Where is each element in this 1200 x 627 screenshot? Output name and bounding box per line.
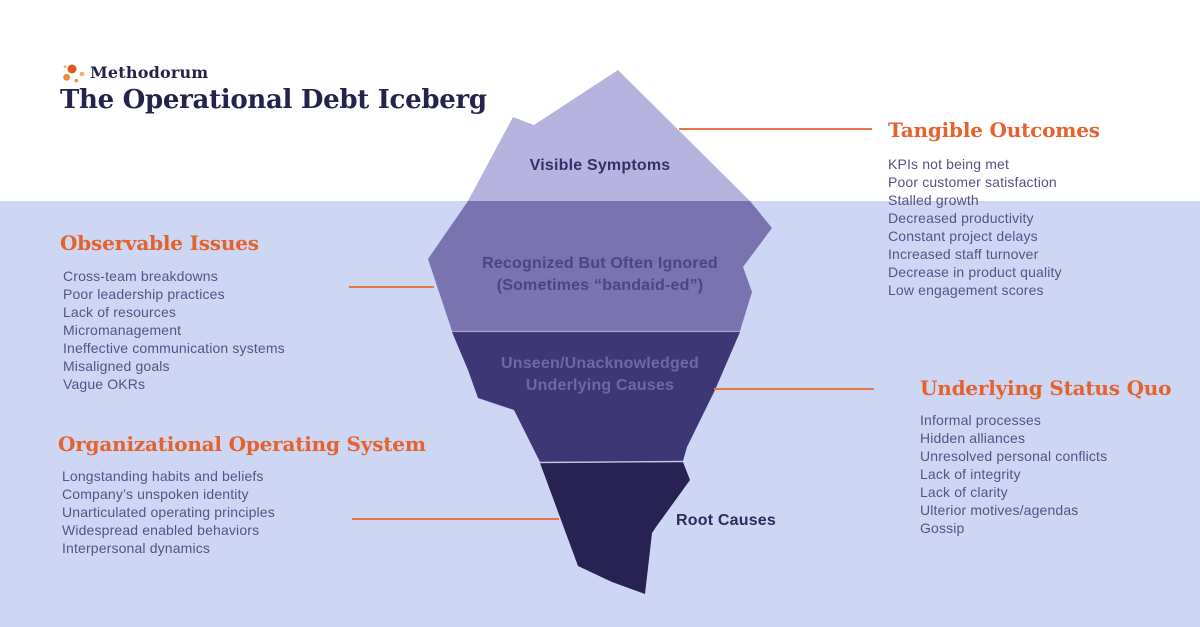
section-heading-observable-issues: Observable Issues [60,231,259,255]
list-item: KPIs not being met [888,156,1009,172]
list-item: Widespread enabled behaviors [62,522,260,538]
layer-seam [539,460,684,464]
list-item: Ineffective communication systems [63,340,285,356]
iceberg-label-visible-symptoms: Visible Symptoms [470,155,730,177]
list-item: Poor leadership practices [63,286,225,302]
list-item: Vague OKRs [63,376,146,392]
iceberg-label-recognized: Recognized But Often Ignored (Sometimes … [440,253,760,297]
list-item: Cross-team breakdowns [63,268,218,284]
section-heading-organizational-operating-system: Organizational Operating System [58,432,426,456]
iceberg-layer-visible-symptoms [468,70,750,201]
iceberg-label-unseen: Unseen/Unacknowledged Underlying Causes [450,353,750,397]
list-item: Micromanagement [63,322,182,338]
page-title: The Operational Debt Iceberg [60,85,487,115]
iceberg-label-root-causes: Root Causes [676,510,876,532]
list-item: Decreased productivity [888,210,1034,226]
list-item: Poor customer satisfaction [888,174,1057,190]
logo-text: Methodorum [90,62,209,82]
iceberg-layer-root-causes [540,462,690,594]
iceberg-label-text: Root Causes [676,512,776,529]
iceberg-layer-unseen [452,332,740,462]
list-item: Low engagement scores [888,282,1044,298]
dots-cluster-icon [63,64,85,83]
list-item: Ulterior motives/agendas [920,502,1079,518]
list-item: Lack of resources [63,304,177,320]
list-item: Unresolved personal conflicts [920,448,1108,464]
list-item: Lack of integrity [920,466,1021,482]
list-item: Informal processes [920,412,1041,428]
list-item: Stalled growth [888,192,979,208]
list-item: Constant project delays [888,228,1038,244]
section-heading-tangible-outcomes: Tangible Outcomes [888,118,1100,142]
iceberg-label-text: Visible Symptoms [529,157,671,174]
section-heading-underlying-status-quo: Underlying Status Quo [920,376,1172,400]
iceberg-label-text: (Sometimes “bandaid-ed”) [496,277,704,294]
list-item: Lack of clarity [920,484,1008,500]
list-item: Decrease in product quality [888,264,1062,280]
list-item: Interpersonal dynamics [62,540,211,556]
list-item: Hidden alliances [920,430,1026,446]
list-item: Gossip [920,520,965,536]
list-item: Unarticulated operating principles [62,504,275,520]
brand: Methodorum [58,60,208,84]
iceberg-layer-recognized [428,201,772,331]
list-item: Longstanding habits and beliefs [62,468,264,484]
iceberg-label-text: Unseen/Unacknowledged [500,355,700,372]
list-item: Increased staff turnover [888,246,1039,262]
iceberg-label-text: Recognized But Often Ignored [482,255,718,272]
list-item: Misaligned goals [63,358,170,374]
list-item: Company’s unspoken identity [62,486,249,502]
iceberg-label-text: Underlying Causes [525,377,675,394]
